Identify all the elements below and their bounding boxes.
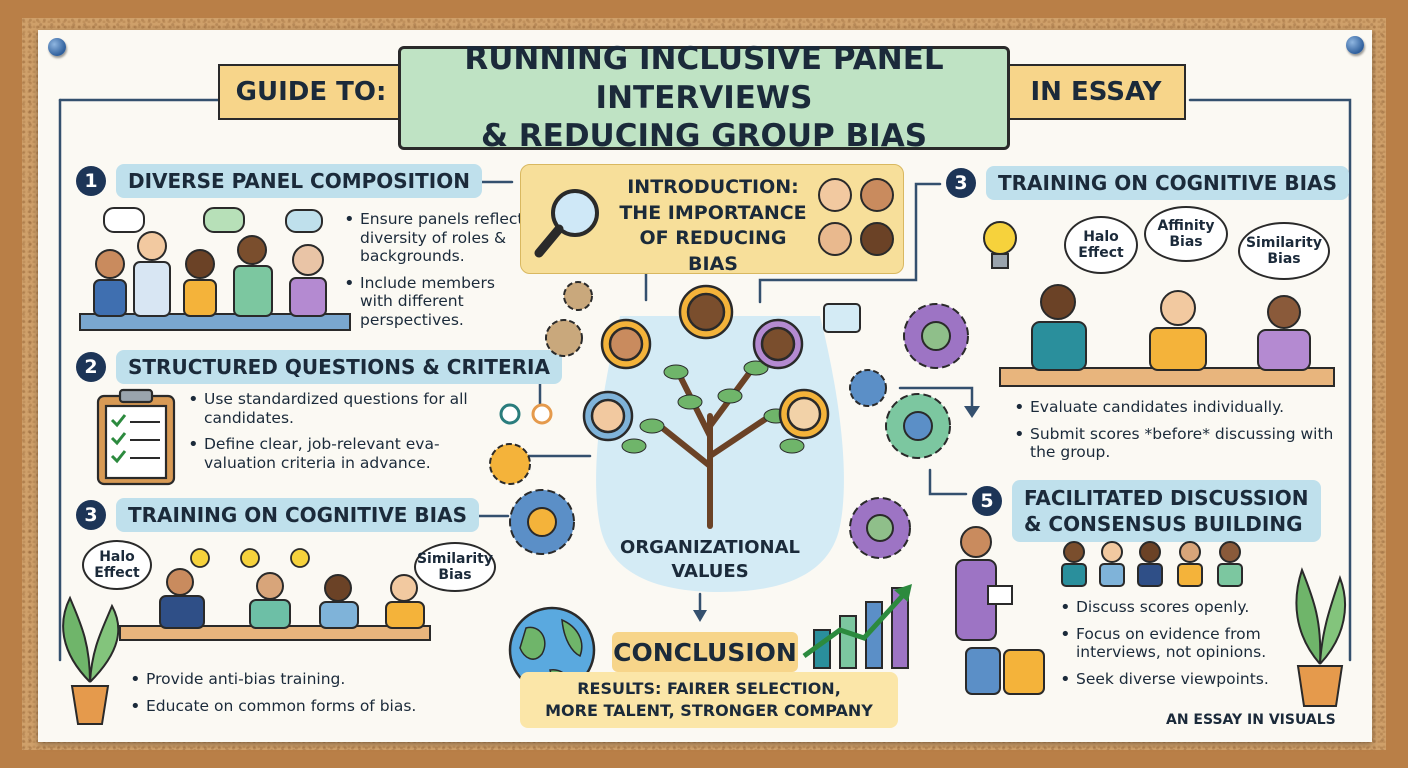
section-3-left-title: TRAINING ON COGNITIVE BIAS xyxy=(116,498,479,532)
list-item: Define clear, job-relevant eva-valuation… xyxy=(188,434,484,472)
pushpin-icon xyxy=(48,38,66,56)
title-line-1: RUNNING INCLUSIVE PANEL INTERVIEWS xyxy=(464,40,944,116)
list-item: Submit scores *before* discussing with t… xyxy=(1014,424,1344,462)
clipboard-checklist-icon xyxy=(96,388,176,486)
guide-to-label: GUIDE TO: xyxy=(235,77,387,107)
lightbulb-icon xyxy=(983,221,1017,269)
section-5-title-line-1: FACILITATED DISCUSSION xyxy=(1024,486,1309,510)
section-number-badge: 2 xyxy=(76,352,106,382)
affinity-bias-bubble: Affinity Bias xyxy=(1144,206,1228,262)
evaluators-illustration xyxy=(999,284,1335,387)
diverse-panel-illustration xyxy=(79,207,351,331)
section-5-bullets: Discuss scores openly. Focus on evidence… xyxy=(1060,597,1290,696)
section-5-heading: 5 FACILITATED DISCUSSION & CONSENSUS BUI… xyxy=(972,480,1321,542)
section-5-title-line-2: & CONSENSUS BUILDING xyxy=(1024,512,1303,536)
conclusion-text: CONCLUSION xyxy=(613,637,797,667)
halo-effect-bubble: Halo Effect xyxy=(1064,216,1138,274)
magnifying-glass-icon xyxy=(534,189,599,258)
values-line-2: VALUES xyxy=(671,561,749,583)
bubble-label: Halo Effect xyxy=(94,548,140,581)
potted-plant-icon xyxy=(1295,567,1347,707)
in-essay-ribbon: IN ESSAY xyxy=(1006,64,1186,120)
section-3-right-bullets: Evaluate candidates individually. Submit… xyxy=(1014,397,1344,470)
section-number-badge: 3 xyxy=(946,168,976,198)
introduction-text: INTRODUCTION: THE IMPORTANCE OF REDUCING… xyxy=(613,175,813,278)
similarity-bias-bubble: Similarity Bias xyxy=(1238,222,1330,280)
footer-caption: AN ESSAY IN VISUALS xyxy=(1166,712,1336,728)
section-2-heading: 2 STRUCTURED QUESTIONS & CRITERIA xyxy=(76,350,562,384)
facilitated-discussion-illustration xyxy=(955,526,1243,695)
section-5-title: FACILITATED DISCUSSION & CONSENSUS BUILD… xyxy=(1012,480,1321,542)
organizational-values-label: ORGANIZATIONAL VALUES xyxy=(600,536,820,585)
results-line-2: MORE TALENT, STRONGER COMPANY xyxy=(545,701,873,720)
intro-line-2: THE IMPORTANCE xyxy=(619,201,807,224)
lightbulb-icon xyxy=(190,548,310,568)
intro-line-1: INTRODUCTION: xyxy=(627,176,799,198)
list-item: Focus on evidence from interviews, not o… xyxy=(1060,624,1290,662)
bubble-label: Similarity Bias xyxy=(416,550,494,583)
section-2-title: STRUCTURED QUESTIONS & CRITERIA xyxy=(116,350,562,384)
in-essay-label: IN ESSAY xyxy=(1030,77,1162,107)
section-number-badge: 1 xyxy=(76,166,106,196)
section-3-left-bullets: Provide anti-bias training. Educate on c… xyxy=(130,669,490,723)
title-box: RUNNING INCLUSIVE PANEL INTERVIEWS & RED… xyxy=(398,41,1010,154)
list-item: Seek diverse viewpoints. xyxy=(1060,669,1290,690)
section-number-badge: 3 xyxy=(76,500,106,530)
section-1-heading: 1 DIVERSE PANEL COMPOSITION xyxy=(76,164,482,198)
list-item: Use standardized questions for all candi… xyxy=(188,389,484,427)
list-item: Include members with different perspecti… xyxy=(344,273,524,330)
section-1-title: DIVERSE PANEL COMPOSITION xyxy=(116,164,482,198)
organizational-tree-diagram xyxy=(489,281,911,592)
list-item: Provide anti-bias training. xyxy=(130,669,490,690)
potted-plant-icon xyxy=(62,595,120,725)
list-item: Discuss scores openly. xyxy=(1060,597,1290,618)
introduction-box: INTRODUCTION: THE IMPORTANCE OF REDUCING… xyxy=(520,164,904,275)
list-item: Ensure panels reflect diversity of roles… xyxy=(344,209,524,266)
section-1-bullets: Ensure panels reflect diversity of roles… xyxy=(344,209,524,338)
title-line-2: & REDUCING GROUP BIAS xyxy=(480,118,928,155)
section-3-right-heading: 3 TRAINING ON COGNITIVE BIAS xyxy=(946,166,1349,200)
pushpin-icon xyxy=(1346,36,1364,54)
intro-line-3: OF REDUCING BIAS xyxy=(639,227,787,275)
similarity-bias-bubble: Similarity Bias xyxy=(414,542,496,592)
section-3-left-heading: 3 TRAINING ON COGNITIVE BIAS xyxy=(76,498,479,532)
bubble-label: Halo Effect xyxy=(1078,228,1124,261)
section-2-bullets: Use standardized questions for all candi… xyxy=(188,389,484,480)
training-group-illustration xyxy=(119,568,431,641)
bubble-label: Similarity Bias xyxy=(1245,234,1323,267)
growth-chart-icon xyxy=(802,584,912,669)
section-3-right-title: TRAINING ON COGNITIVE BIAS xyxy=(986,166,1349,200)
diverse-faces-icon xyxy=(818,178,894,256)
results-line-1: RESULTS: FAIRER SELECTION, xyxy=(577,679,841,699)
halo-effect-bubble: Halo Effect xyxy=(82,540,152,590)
section-number-badge: 5 xyxy=(972,486,1002,516)
list-item: Educate on common forms of bias. xyxy=(130,696,490,717)
list-item: Evaluate candidates individually. xyxy=(1014,397,1344,418)
values-line-1: ORGANIZATIONAL xyxy=(620,537,800,558)
guide-to-ribbon: GUIDE TO: xyxy=(218,64,404,120)
conclusion-label: CONCLUSION xyxy=(612,632,798,672)
gears-cluster-icon xyxy=(823,303,969,459)
results-box: RESULTS: FAIRER SELECTION, MORE TALENT, … xyxy=(520,672,898,728)
bubble-label: Affinity Bias xyxy=(1157,217,1215,250)
